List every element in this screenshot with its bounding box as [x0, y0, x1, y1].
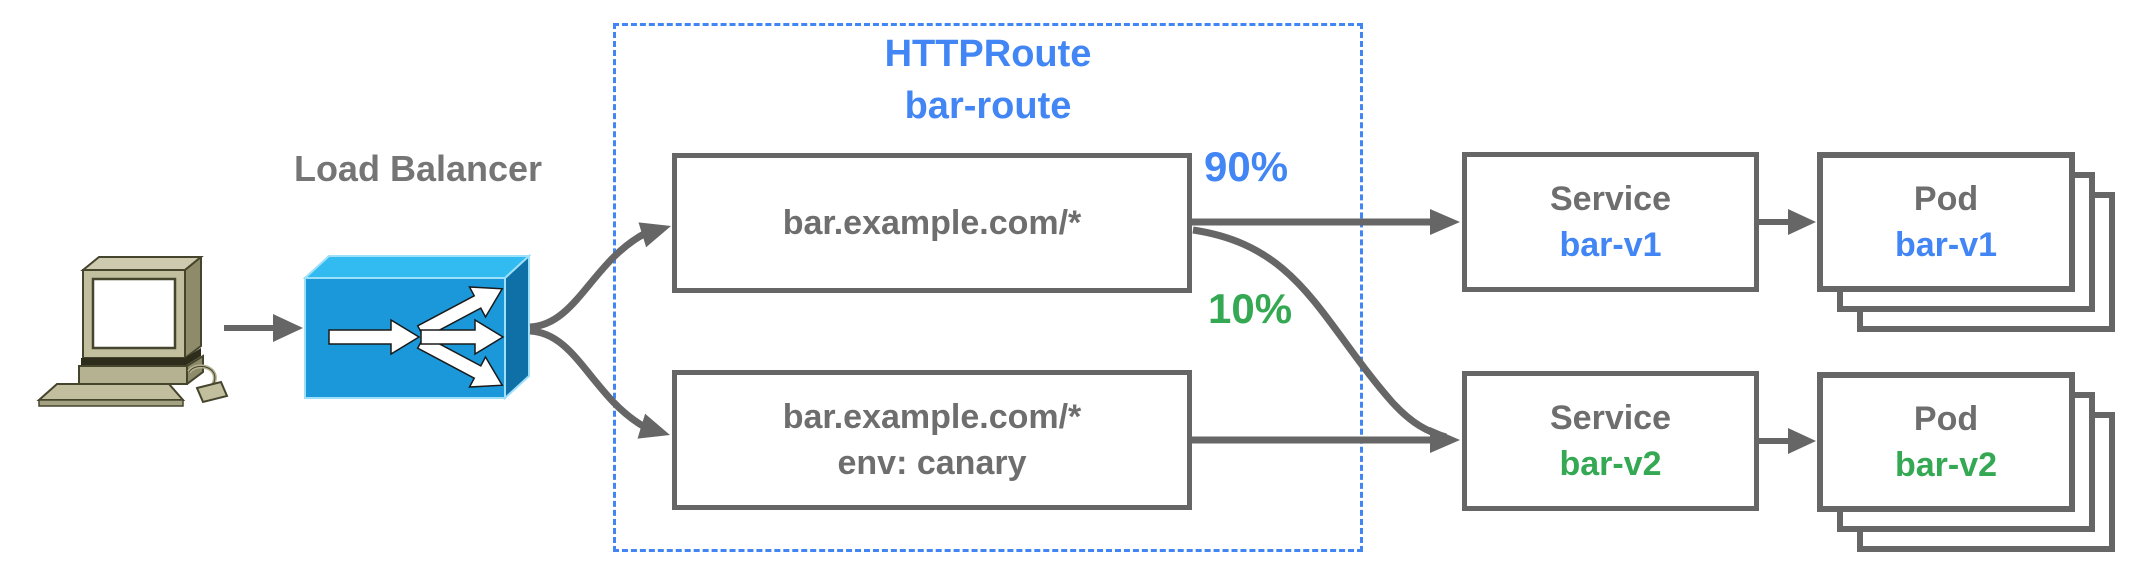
- arrow-service-v1-to-pod-v1: [1759, 209, 1816, 235]
- pod-stack-bar-v2: Pod bar-v2: [1817, 372, 2115, 552]
- pod-name: bar-v1: [1894, 226, 1998, 264]
- service-name: bar-v2: [1559, 445, 1662, 483]
- rule-box-default: bar.example.com/*: [672, 153, 1192, 293]
- httproute-name: bar-route: [904, 85, 1072, 127]
- lb-side-face: [504, 254, 530, 401]
- desktop-computer-icon: [36, 256, 229, 407]
- arrow-service-v2-to-pod-v2: [1759, 428, 1816, 454]
- lb-split-arrows-icon: [328, 286, 505, 388]
- rule-host-match: bar.example.com/*: [782, 204, 1082, 242]
- weight-90-label: 90%: [1204, 143, 1289, 190]
- service-box-bar-v1: Service bar-v1: [1462, 152, 1759, 292]
- pod-kind: Pod: [1913, 400, 1979, 438]
- pod-name: bar-v2: [1894, 446, 1998, 484]
- arrow-client-to-lb: [224, 314, 303, 342]
- pod-box-bar-v2: Pod bar-v2: [1817, 372, 2075, 512]
- service-box-bar-v2: Service bar-v2: [1462, 371, 1759, 511]
- load-balancer-icon: [303, 254, 531, 401]
- httproute-kind: HTTPRoute: [884, 33, 1092, 75]
- pod-box-bar-v1: Pod bar-v1: [1817, 152, 2075, 292]
- rule-host-match: bar.example.com/*: [782, 398, 1082, 436]
- service-name: bar-v1: [1559, 226, 1662, 264]
- lb-top-face: [303, 255, 531, 279]
- rule-header-match: env: canary: [837, 444, 1027, 482]
- service-kind: Service: [1550, 399, 1671, 437]
- pod-stack-bar-v1: Pod bar-v1: [1817, 152, 2115, 332]
- weight-10-label: 10%: [1208, 285, 1293, 332]
- service-kind: Service: [1550, 180, 1671, 218]
- rule-box-canary: bar.example.com/* env: canary: [672, 370, 1192, 510]
- pod-kind: Pod: [1913, 180, 1979, 218]
- load-balancer-label: Load Balancer: [293, 148, 543, 189]
- httproute-title: HTTPRoute bar-route: [613, 28, 1363, 132]
